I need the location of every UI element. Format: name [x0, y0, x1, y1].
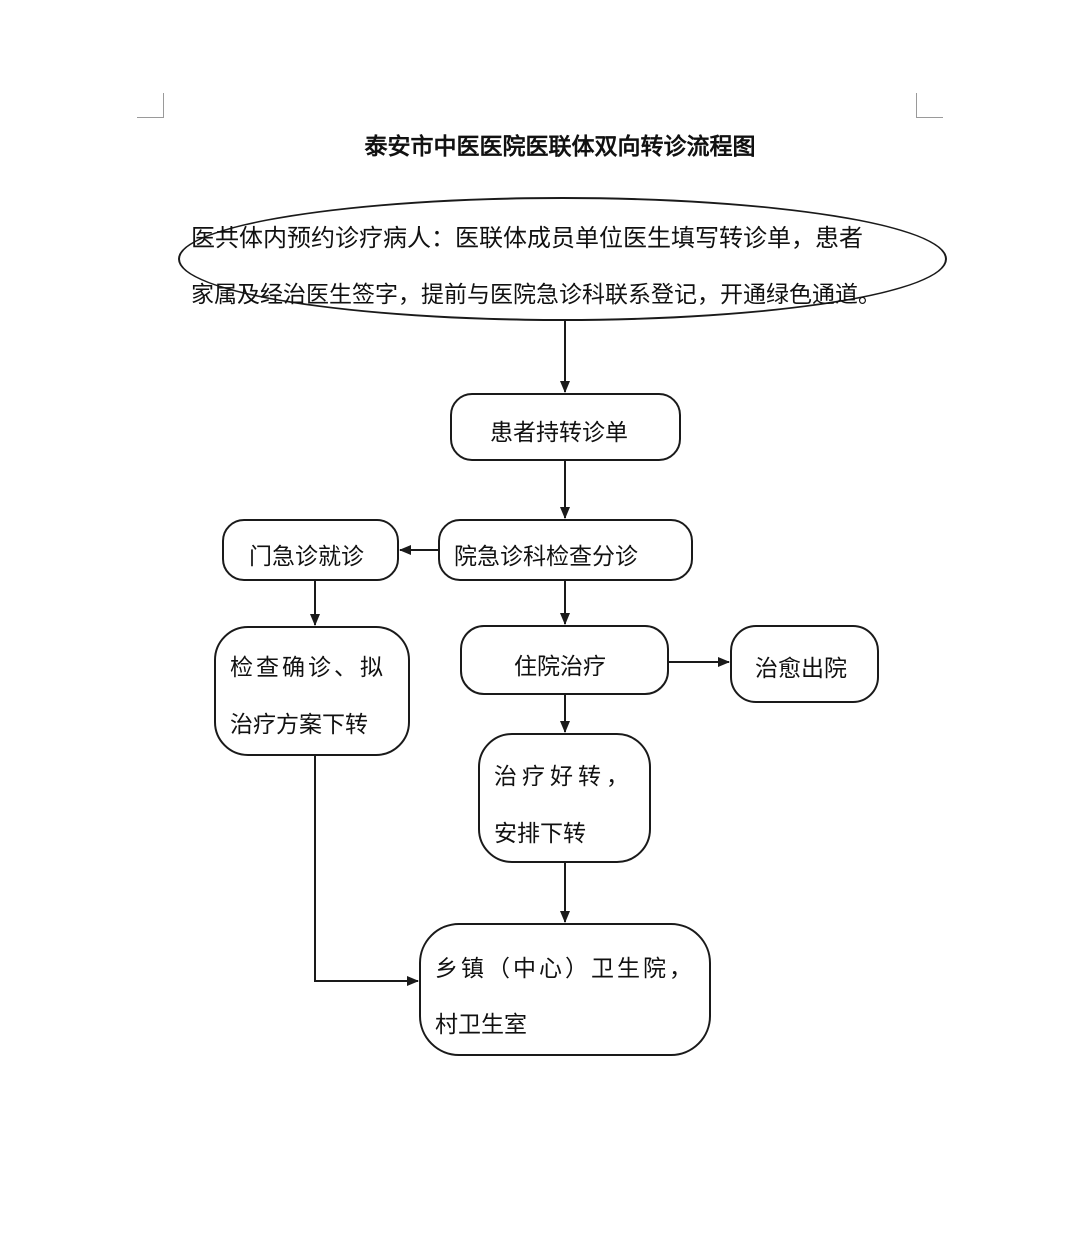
node-er-triage: 院急诊科检查分诊	[438, 519, 693, 581]
node-er-triage-label: 院急诊科检查分诊	[454, 544, 638, 570]
node-outpatient: 门急诊就诊	[222, 519, 399, 581]
node-improved-transfer-line2: 安排下转	[494, 821, 586, 847]
node-inpatient: 住院治疗	[460, 625, 669, 695]
node-referral-slip-label: 患者持转诊单	[490, 420, 628, 446]
node-township-clinic: 乡镇（中心）卫生院， 村卫生室	[419, 923, 711, 1056]
node-outpatient-label: 门急诊就诊	[249, 544, 364, 570]
node-improved-transfer: 治疗好转， 安排下转	[478, 733, 651, 863]
node-appointment-patient	[178, 197, 947, 321]
node-confirm-diagnosis: 检查确诊、拟 治疗方案下转	[214, 626, 410, 756]
margin-corner-mark-top-right	[916, 93, 943, 118]
diagram-title: 泰安市中医医院医联体双向转诊流程图	[364, 134, 756, 160]
node-cured-discharge: 治愈出院	[730, 625, 879, 703]
node-inpatient-label: 住院治疗	[514, 654, 606, 680]
node-referral-slip: 患者持转诊单	[450, 393, 681, 461]
arrow-confirm-to-township	[314, 756, 419, 986]
node-township-clinic-line2: 村卫生室	[435, 1012, 527, 1038]
node-confirm-diagnosis-line1: 检查确诊、拟	[230, 655, 386, 681]
margin-corner-mark-top-left	[137, 93, 164, 118]
node-appointment-patient-text-line2: 家属及经治医生签字，提前与医院急诊科联系登记，开通绿色通道。	[191, 282, 881, 308]
node-confirm-diagnosis-line2: 治疗方案下转	[230, 712, 368, 738]
node-cured-discharge-label: 治愈出院	[755, 656, 847, 682]
node-township-clinic-line1: 乡镇（中心）卫生院，	[435, 956, 695, 982]
node-appointment-patient-text-line1: 医共体内预约诊疗病人：医联体成员单位医生填写转诊单，患者	[191, 224, 863, 252]
node-improved-transfer-line1: 治疗好转，	[494, 764, 634, 790]
